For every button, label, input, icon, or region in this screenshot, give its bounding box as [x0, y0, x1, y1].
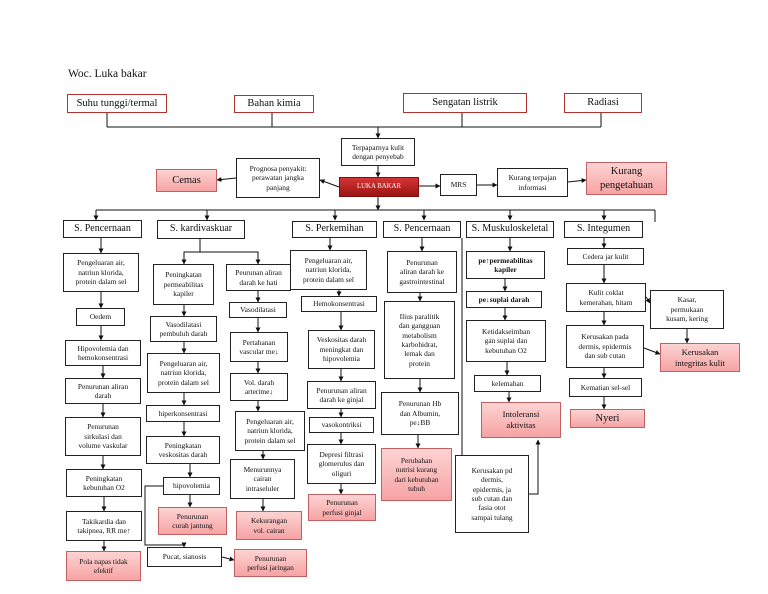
main-burn-node: LUKA BAKAR — [339, 177, 419, 197]
connector — [200, 251, 261, 265]
connector — [529, 439, 541, 495]
connector — [645, 296, 651, 304]
connector — [181, 239, 201, 265]
diagnosis-renal-perfusion: Penurunan perfusi ginjal — [308, 494, 376, 521]
c6-rough-dry: Kasar, permukaan kusam, kering — [650, 290, 724, 329]
c2b-fluid-loss: Pengeluaran air, natriun klorida, protei… — [235, 411, 305, 451]
system-digestive-1: S. Pencernaan — [63, 220, 142, 238]
c2a-viscosity: Peningkatan veskositas darah — [146, 436, 220, 464]
c4-hb-albumin: Penurunan Hb dan Albumin, pe↓BB — [381, 392, 459, 435]
skin-exposure: Terpaparnya kulit dengan penyebab — [341, 138, 415, 166]
system-digestive-2: S. Pencernaan — [383, 221, 461, 238]
c1-fluid-loss: Pengeluaran air, natriun klorida, protei… — [63, 253, 139, 292]
connector — [643, 347, 661, 355]
diagnosis-tissue-perfusion: Penurunan perfusi jaringan — [234, 549, 307, 577]
c2b-arterial-volume: Vol. darah arterime↓ — [230, 373, 288, 401]
c2a-hyperconcentration: hiperkonsentrasi — [146, 405, 220, 422]
c2b-vasodilation: Vasodilatasi — [229, 302, 287, 318]
connector — [144, 485, 187, 548]
c5-tissue-damage: Kerusakan pd dermis, epidermis, ja sub c… — [455, 455, 529, 533]
c3-vasoconstriction: vasokontriksi — [309, 417, 374, 433]
diagnosis-fluid-deficit: Kekurangan vol. cairan — [236, 511, 302, 540]
c2a-fluid-loss: Pengeluaran air, natriun klorida, protei… — [147, 353, 220, 393]
c4-ileus: Ilius paralitik dan gangguan metabolism … — [384, 301, 455, 379]
diagnosis-cardiac-output: Penurunan curah jantung — [158, 507, 227, 535]
diagnosis-activity-intolerance: Intoleransi aktivitas — [481, 402, 561, 438]
c1-hypovolemia: Hipovolemia dan hemokonsentrasi — [65, 340, 141, 366]
c6-cell-death: Kematian sel-sel — [569, 378, 642, 397]
diagnosis-anxiety: Cemas — [156, 169, 217, 192]
c6-skin-color: Kulit coklat kemerahan, hitam — [566, 283, 646, 312]
c1-tachycardia: Takikardia dan takipnea, RR me↑ — [66, 511, 142, 541]
cause-chemical: Bahan kimia — [234, 95, 314, 113]
cause-radiation: Radiasi — [564, 93, 642, 113]
c6-dermis-damage: Kerusakan pada dermis, epidermis dan sub… — [566, 325, 644, 368]
c3-viscosity: Veskositas darah meningkat dan hipovolem… — [308, 330, 375, 369]
diagnosis-skin-integrity: Kerusakan integritas kulit — [660, 343, 740, 372]
system-urinary: S. Perkemihan — [292, 221, 377, 238]
mrs-box: MRS — [440, 174, 477, 196]
diagram-title: Woc. Luka bakar — [68, 68, 147, 80]
c2a-vasodilation: Vasodilatasi pembuluh darah — [150, 316, 217, 342]
c2b-intracellular: Menurunnya cairan intraseluler — [230, 459, 295, 499]
c6-skin-injury: Cedera jar kulit — [567, 248, 644, 265]
diagnosis-knowledge: Kurang pengetahuan — [586, 162, 667, 195]
c4-gi-flow: Penurunan aliran darah ke gastrointestin… — [387, 251, 457, 293]
connector — [216, 177, 237, 183]
c5-o2-imbalance: Ketidakseimban gan suplai dan kebutuhan … — [466, 320, 546, 362]
c2a-pallor: Pucat, sianosis — [147, 547, 222, 567]
c3-glomerular: Depresi filtrasi glomerulus dan oliguri — [307, 444, 376, 484]
c5-weakness: kelemahan — [474, 375, 541, 392]
c3-renal-flow: Penurunan aliran darah ke ginjal — [307, 381, 376, 409]
c5-permeability: pe↑permeabilitas kapiler — [466, 251, 545, 279]
c2b-vascular-defense: Pertahanan vascular me↓ — [230, 332, 288, 362]
system-cardiovascular: S. kardivaskuar — [157, 220, 245, 239]
diagnosis-breathing-pattern: Pola napas tidak efektif — [66, 551, 141, 581]
system-musculoskeletal: S. Muskuloskeletal — [466, 221, 554, 238]
connector — [221, 556, 235, 562]
c2b-liver-flow: Peurunan aliran darah ke hati — [226, 264, 291, 291]
lack-info-box: Kurang terpajan informasi — [497, 168, 568, 197]
c3-hemoconcentration: Hemokonsentrasi — [301, 296, 377, 312]
diagnosis-pain: Nyeri — [570, 409, 645, 428]
system-integumentary: S. Integumen — [564, 221, 643, 238]
c2a-hypovolemia: hipovolemia — [163, 477, 220, 495]
prognosis-box: Prognosa penyakit: perawatan jangka panj… — [236, 158, 320, 198]
c1-reduced-flow: Penurunan aliran darah — [65, 378, 141, 404]
c2a-permeability: Peningkatan permeabilitas kapiler — [153, 264, 214, 305]
connector — [319, 179, 340, 188]
c1-edema: Oedem — [76, 308, 125, 326]
connector — [567, 178, 587, 183]
cause-electrical: Sengatan listrik — [403, 93, 527, 113]
c1-o2-demand: Peningkatan kebutuhan O2 — [66, 469, 142, 497]
c5-blood-supply: pe↓suplai darah — [466, 291, 542, 308]
c3-fluid-loss: Pengeluaran air, natriun klorida, protei… — [290, 250, 367, 290]
cause-thermal: Suhu tunggi/termal — [67, 94, 167, 113]
c1-reduced-circulation: Penurunan sirkulasi dan volume vaskular — [65, 417, 141, 456]
diagnosis-nutrition: Perubahan nutrisi kurang dari kebutuhan … — [381, 448, 452, 501]
